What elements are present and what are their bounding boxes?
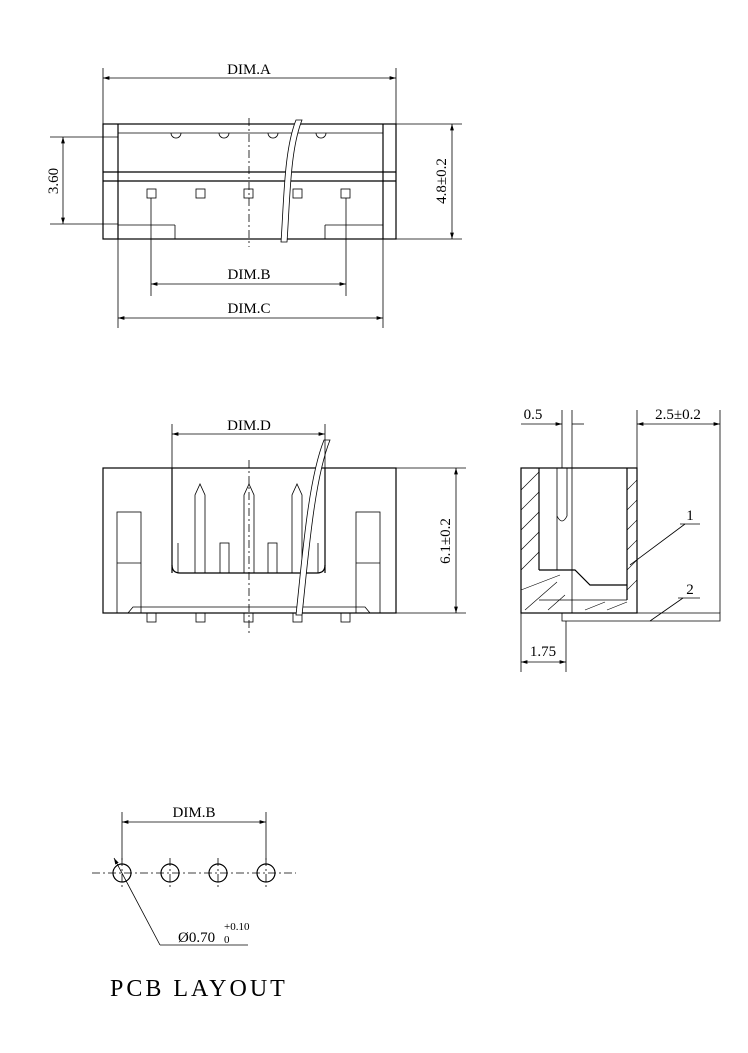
hole-diameter-label: Ø0.70 (178, 930, 215, 946)
dim-d-label: DIM.D (227, 418, 271, 434)
height-4-8-label: 4.8±0.2 (434, 158, 450, 204)
pcb-layout: DIM.B Ø0.70 +0.10 0 PCB LAYOUT (92, 805, 296, 1002)
pin-width-label: 0.5 (524, 407, 543, 423)
dim-c-label: DIM.C (228, 301, 271, 317)
callout-1: 1 (686, 508, 694, 524)
pcb-layout-title: PCB LAYOUT (110, 976, 288, 1002)
height-6-1-label: 6.1±0.2 (438, 518, 454, 564)
height-3-60-label: 3.60 (46, 168, 62, 194)
depth-label: 2.5±0.2 (655, 407, 701, 423)
top-view: DIM.A 3.60 4.8±0.2 DIM.B DIM.C (46, 62, 462, 328)
tolerance-upper: +0.10 (224, 921, 250, 933)
tolerance-lower: 0 (224, 934, 230, 946)
front-view-outline (102, 467, 397, 614)
dim-a-label: DIM.A (227, 62, 271, 78)
dim-b-label: DIM.B (228, 267, 271, 283)
front-view: DIM.D 6.1±0.2 (102, 418, 466, 634)
offset-label: 1.75 (530, 644, 556, 660)
pcb-dim-b-label: DIM.B (173, 805, 216, 821)
callout-2: 2 (686, 582, 694, 598)
side-view: 0.5 2.5±0.2 1.75 1 2 (520, 407, 721, 672)
